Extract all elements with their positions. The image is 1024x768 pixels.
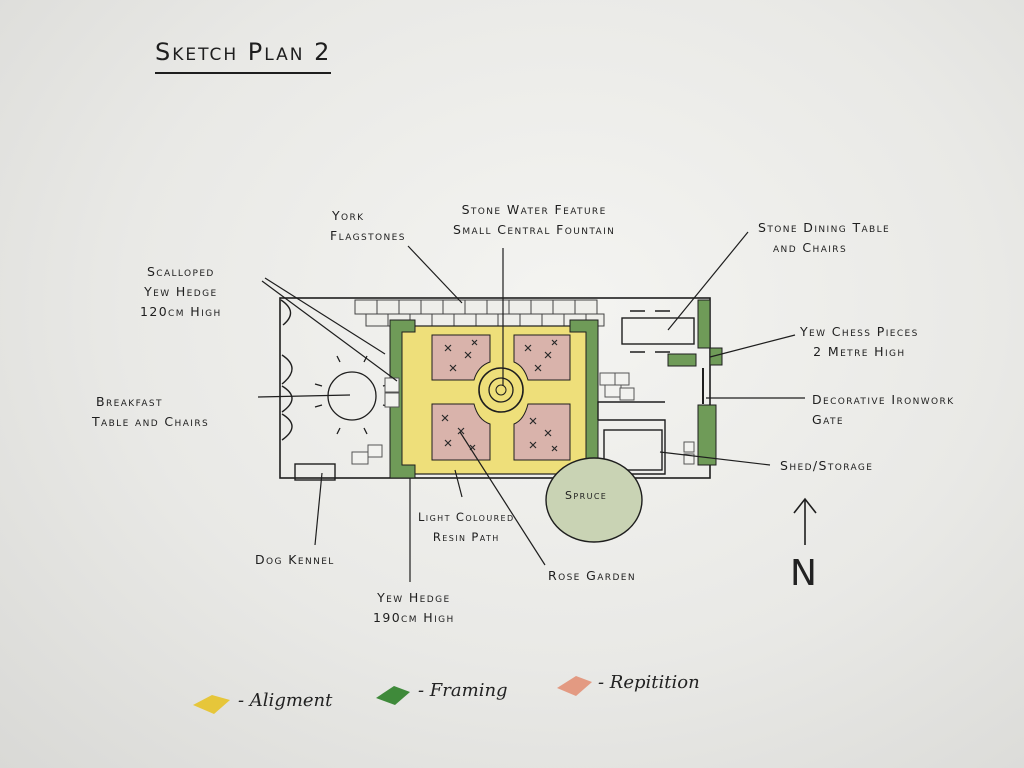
label-water-feature: Stone Water Feature Small Central Founta… [453, 202, 616, 237]
garden-chairs [351, 372, 695, 465]
label-ironwork-gate: Decorative Ironwork Gate [812, 392, 955, 427]
label-dog-kennel: Dog Kennel [255, 552, 335, 567]
label-yew-hedge: Yew Hedge 190cm High [373, 590, 455, 625]
yew-chess-hedge [667, 299, 723, 466]
central-fountain [478, 367, 524, 413]
north-arrow [793, 497, 817, 545]
key-repetition-label: - Repitition [598, 672, 700, 693]
key-alignment-label: - Aligment [238, 690, 333, 711]
rose-beds [431, 334, 571, 461]
rose-markings [441, 339, 558, 452]
label-dining-table: Stone Dining Table and Chairs [758, 220, 891, 255]
label-spruce: Spruce [565, 489, 608, 502]
dog-kennel-shape [294, 463, 336, 481]
key-framing-label: - Framing [418, 680, 508, 701]
label-chess-pieces: Yew Chess Pieces 2 Metre High [800, 324, 919, 359]
label-york-flagstones: York Flagstones [330, 208, 406, 243]
key-swatches [193, 676, 592, 714]
label-rose-garden: Rose Garden [548, 568, 636, 583]
stone-dining-table [621, 310, 695, 353]
label-resin-path: Light Coloured Resin Path [418, 510, 515, 544]
scalloped-hedge [280, 299, 293, 441]
york-flagstones [354, 299, 605, 327]
sketch-title: Sketch Plan 2 [155, 38, 332, 74]
label-scalloped-hedge: Scalloped Yew Hedge 120cm High [140, 264, 222, 319]
leader-lines [257, 231, 805, 582]
label-shed: Shed/Storage [780, 458, 874, 473]
label-breakfast-table: Breakfast Table and Chairs [92, 394, 210, 429]
north-letter: N [790, 553, 817, 594]
garden-boundary [279, 297, 711, 479]
spruce-tree [545, 457, 643, 543]
